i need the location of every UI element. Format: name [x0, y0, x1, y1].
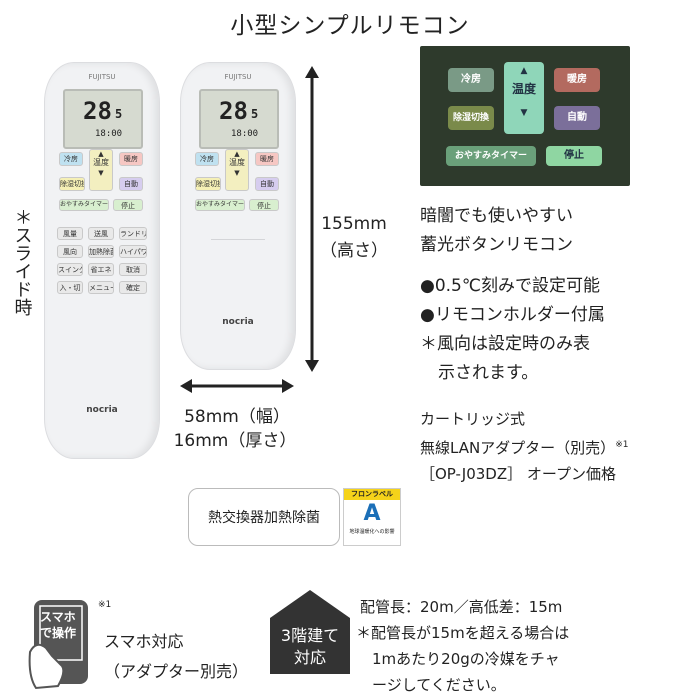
wind-button[interactable]: 風向 — [57, 245, 83, 258]
auto-button[interactable]: 自動 — [255, 177, 279, 191]
width-arrow — [180, 379, 294, 393]
photo-cool-button: 冷房 — [448, 68, 494, 92]
frontier-label-title: フロンラベル — [344, 489, 400, 500]
temp-button[interactable]: ▲ 温度 ▼ — [89, 149, 113, 191]
remote-brand: FUJITSU — [88, 73, 116, 81]
fan-button[interactable]: 風量 — [57, 227, 83, 240]
width-value: 58mm（幅） — [184, 407, 290, 427]
smartphone-line1: スマホ対応 — [104, 632, 184, 651]
pipe-line3: 1mあたり20gの冷媒をチャ — [372, 650, 560, 668]
cartridge-line2: 無線LANアダプター（別売） — [420, 439, 616, 457]
house-line1: 3階建て — [280, 626, 340, 645]
bullet-precision: ●0.5℃刻みで設定可能 — [420, 276, 600, 296]
menu-button[interactable]: メニュー — [88, 281, 114, 294]
heat-dry-button[interactable]: 加熱除菌 — [88, 245, 114, 258]
set-time-button[interactable]: 入・切 — [57, 281, 83, 294]
hipower-button[interactable]: ハイパワー — [119, 245, 147, 258]
dark-line1: 暗闇でも使いやすい — [420, 206, 573, 226]
heat-button[interactable]: 暖房 — [255, 152, 279, 166]
photo-sleep-button: おやすみタイマー — [446, 146, 536, 166]
cartridge-line3: ［OP-J03DZ］ オープン価格 — [420, 465, 616, 483]
stop-button[interactable]: 停止 — [113, 199, 143, 211]
cartridge-note: ※1 — [615, 440, 629, 450]
dir-button[interactable]: 送風 — [88, 227, 114, 240]
smartphone-note: ※1 — [98, 600, 112, 610]
temp-up-icon: ▲ — [234, 150, 240, 158]
cool-button[interactable]: 冷房 — [195, 152, 219, 166]
pipe-line1: 配管長：20m／高低差：15m — [360, 598, 563, 616]
frontier-label: フロンラベル A 地球温暖化への影響 — [343, 488, 401, 546]
frontier-grade: A — [363, 501, 381, 526]
remote-brand: FUJITSU — [224, 73, 252, 81]
photo-stop-button: 停止 — [546, 146, 602, 166]
auto-button[interactable]: 自動 — [119, 177, 143, 191]
pipe-info: 配管長：20m／高低差：15m ＊配管長が15mを超える場合は 1mあたり20g… — [356, 594, 696, 698]
smartphone-line2: （アダプター別売） — [104, 662, 249, 681]
swing-button[interactable]: スイング — [57, 263, 83, 276]
lcd-temp-dec: 5 — [251, 107, 259, 121]
cartridge-line2-wrap: 無線LANアダプター（別売）※1 — [420, 432, 695, 461]
frontier-caption: 地球温暖化への影響 — [349, 529, 395, 535]
laundry-button[interactable]: ランドリー — [119, 227, 147, 240]
bullet-holder: ●リモコンホルダー付属 — [420, 305, 605, 325]
height-arrow — [305, 66, 319, 372]
heat-button[interactable]: 暖房 — [119, 152, 143, 166]
sleep-timer-button[interactable]: おやすみタイマー — [195, 199, 245, 211]
lcd-clock: 18:00 — [231, 129, 259, 139]
lcd-temp-dec: 5 — [115, 107, 123, 121]
features: 暗闇でも使いやすい 蓄光ボタンリモコン ●0.5℃刻みで設定可能 ●リモコンホル… — [420, 202, 695, 388]
pipe-line2: ＊配管長が15mを超える場合は — [356, 624, 570, 642]
cartridge-line1: カートリッジ式 — [420, 410, 526, 428]
photo-dry-button: 除湿切換 — [448, 106, 494, 130]
dry-button[interactable]: 除湿切換 — [59, 177, 85, 191]
house-icon — [270, 590, 350, 674]
cool-button[interactable]: 冷房 — [59, 152, 83, 166]
cartridge-info: カートリッジ式 無線LANアダプター（別売）※1 ［OP-J03DZ］ オープン… — [420, 406, 695, 487]
photo-temp-up-icon: ▲ — [520, 66, 528, 76]
remote-closed: FUJITSU 28 5 18:00 冷房 ▲ 温度 ▼ 暖房 除湿切換 自動 … — [180, 62, 296, 370]
page-title: 小型シンプルリモコン — [230, 13, 470, 39]
eco-button[interactable]: 省エネ — [88, 263, 114, 276]
glow-photo: 冷房 ▲ 温度 ▼ 暖房 除湿切換 自動 おやすみタイマー 停止 — [420, 46, 630, 186]
temp-down-icon: ▼ — [234, 169, 240, 177]
photo-temp-label: 温度 — [511, 82, 536, 96]
remote-lcd: 28 5 18:00 — [199, 89, 279, 149]
heat-sterilize-badge: 熱交換器加熱除菌 — [188, 488, 340, 546]
slide-label: ＊スライド時 — [10, 208, 34, 322]
remote-logo: nocria — [222, 317, 254, 327]
temp-down-icon: ▼ — [98, 169, 104, 177]
slide-label-text: ＊スライド時 — [11, 208, 33, 316]
cancel-button[interactable]: 取消 — [119, 263, 147, 276]
sleep-timer-button[interactable]: おやすみタイマー — [59, 199, 109, 211]
depth-value: 16mm（厚さ） — [173, 431, 297, 451]
remote-logo: nocria — [86, 405, 118, 415]
note-wind-line2: 示されます。 — [438, 363, 539, 383]
smartphone-icon-text2: で操作 — [40, 626, 77, 640]
temp-label: 温度 — [229, 158, 245, 167]
pipe-line4: ージしてください。 — [372, 676, 506, 694]
height-label: （高さ） — [320, 241, 388, 261]
photo-heat-button: 暖房 — [554, 68, 600, 92]
confirm-button[interactable]: 確定 — [119, 281, 147, 294]
temp-up-icon: ▲ — [98, 150, 104, 158]
house-line2: 対応 — [293, 648, 326, 667]
stop-button[interactable]: 停止 — [249, 199, 279, 211]
height-value: 155mm — [321, 214, 387, 234]
lcd-clock: 18:00 — [95, 129, 123, 139]
temp-label: 温度 — [93, 158, 109, 167]
slide-cover-line — [211, 239, 265, 240]
remote-open: FUJITSU 28 5 18:00 冷房 ▲ 温度 ▼ 暖房 除湿切換 自動 … — [44, 62, 160, 459]
lcd-temp: 28 — [83, 97, 112, 125]
smartphone-icon-text1: スマホ — [40, 610, 76, 624]
remote-lcd: 28 5 18:00 — [63, 89, 143, 149]
photo-temp-down-icon: ▼ — [520, 108, 528, 118]
note-wind-line1: ＊風向は設定時のみ表 — [420, 334, 590, 354]
temp-button[interactable]: ▲ 温度 ▼ — [225, 149, 249, 191]
dry-button[interactable]: 除湿切換 — [195, 177, 221, 191]
photo-auto-button: 自動 — [554, 106, 600, 130]
photo-temp-button: ▲ 温度 ▼ — [504, 62, 544, 134]
lcd-temp: 28 — [219, 97, 248, 125]
dark-line2: 蓄光ボタンリモコン — [420, 235, 573, 255]
smartphone-icon — [28, 600, 88, 690]
